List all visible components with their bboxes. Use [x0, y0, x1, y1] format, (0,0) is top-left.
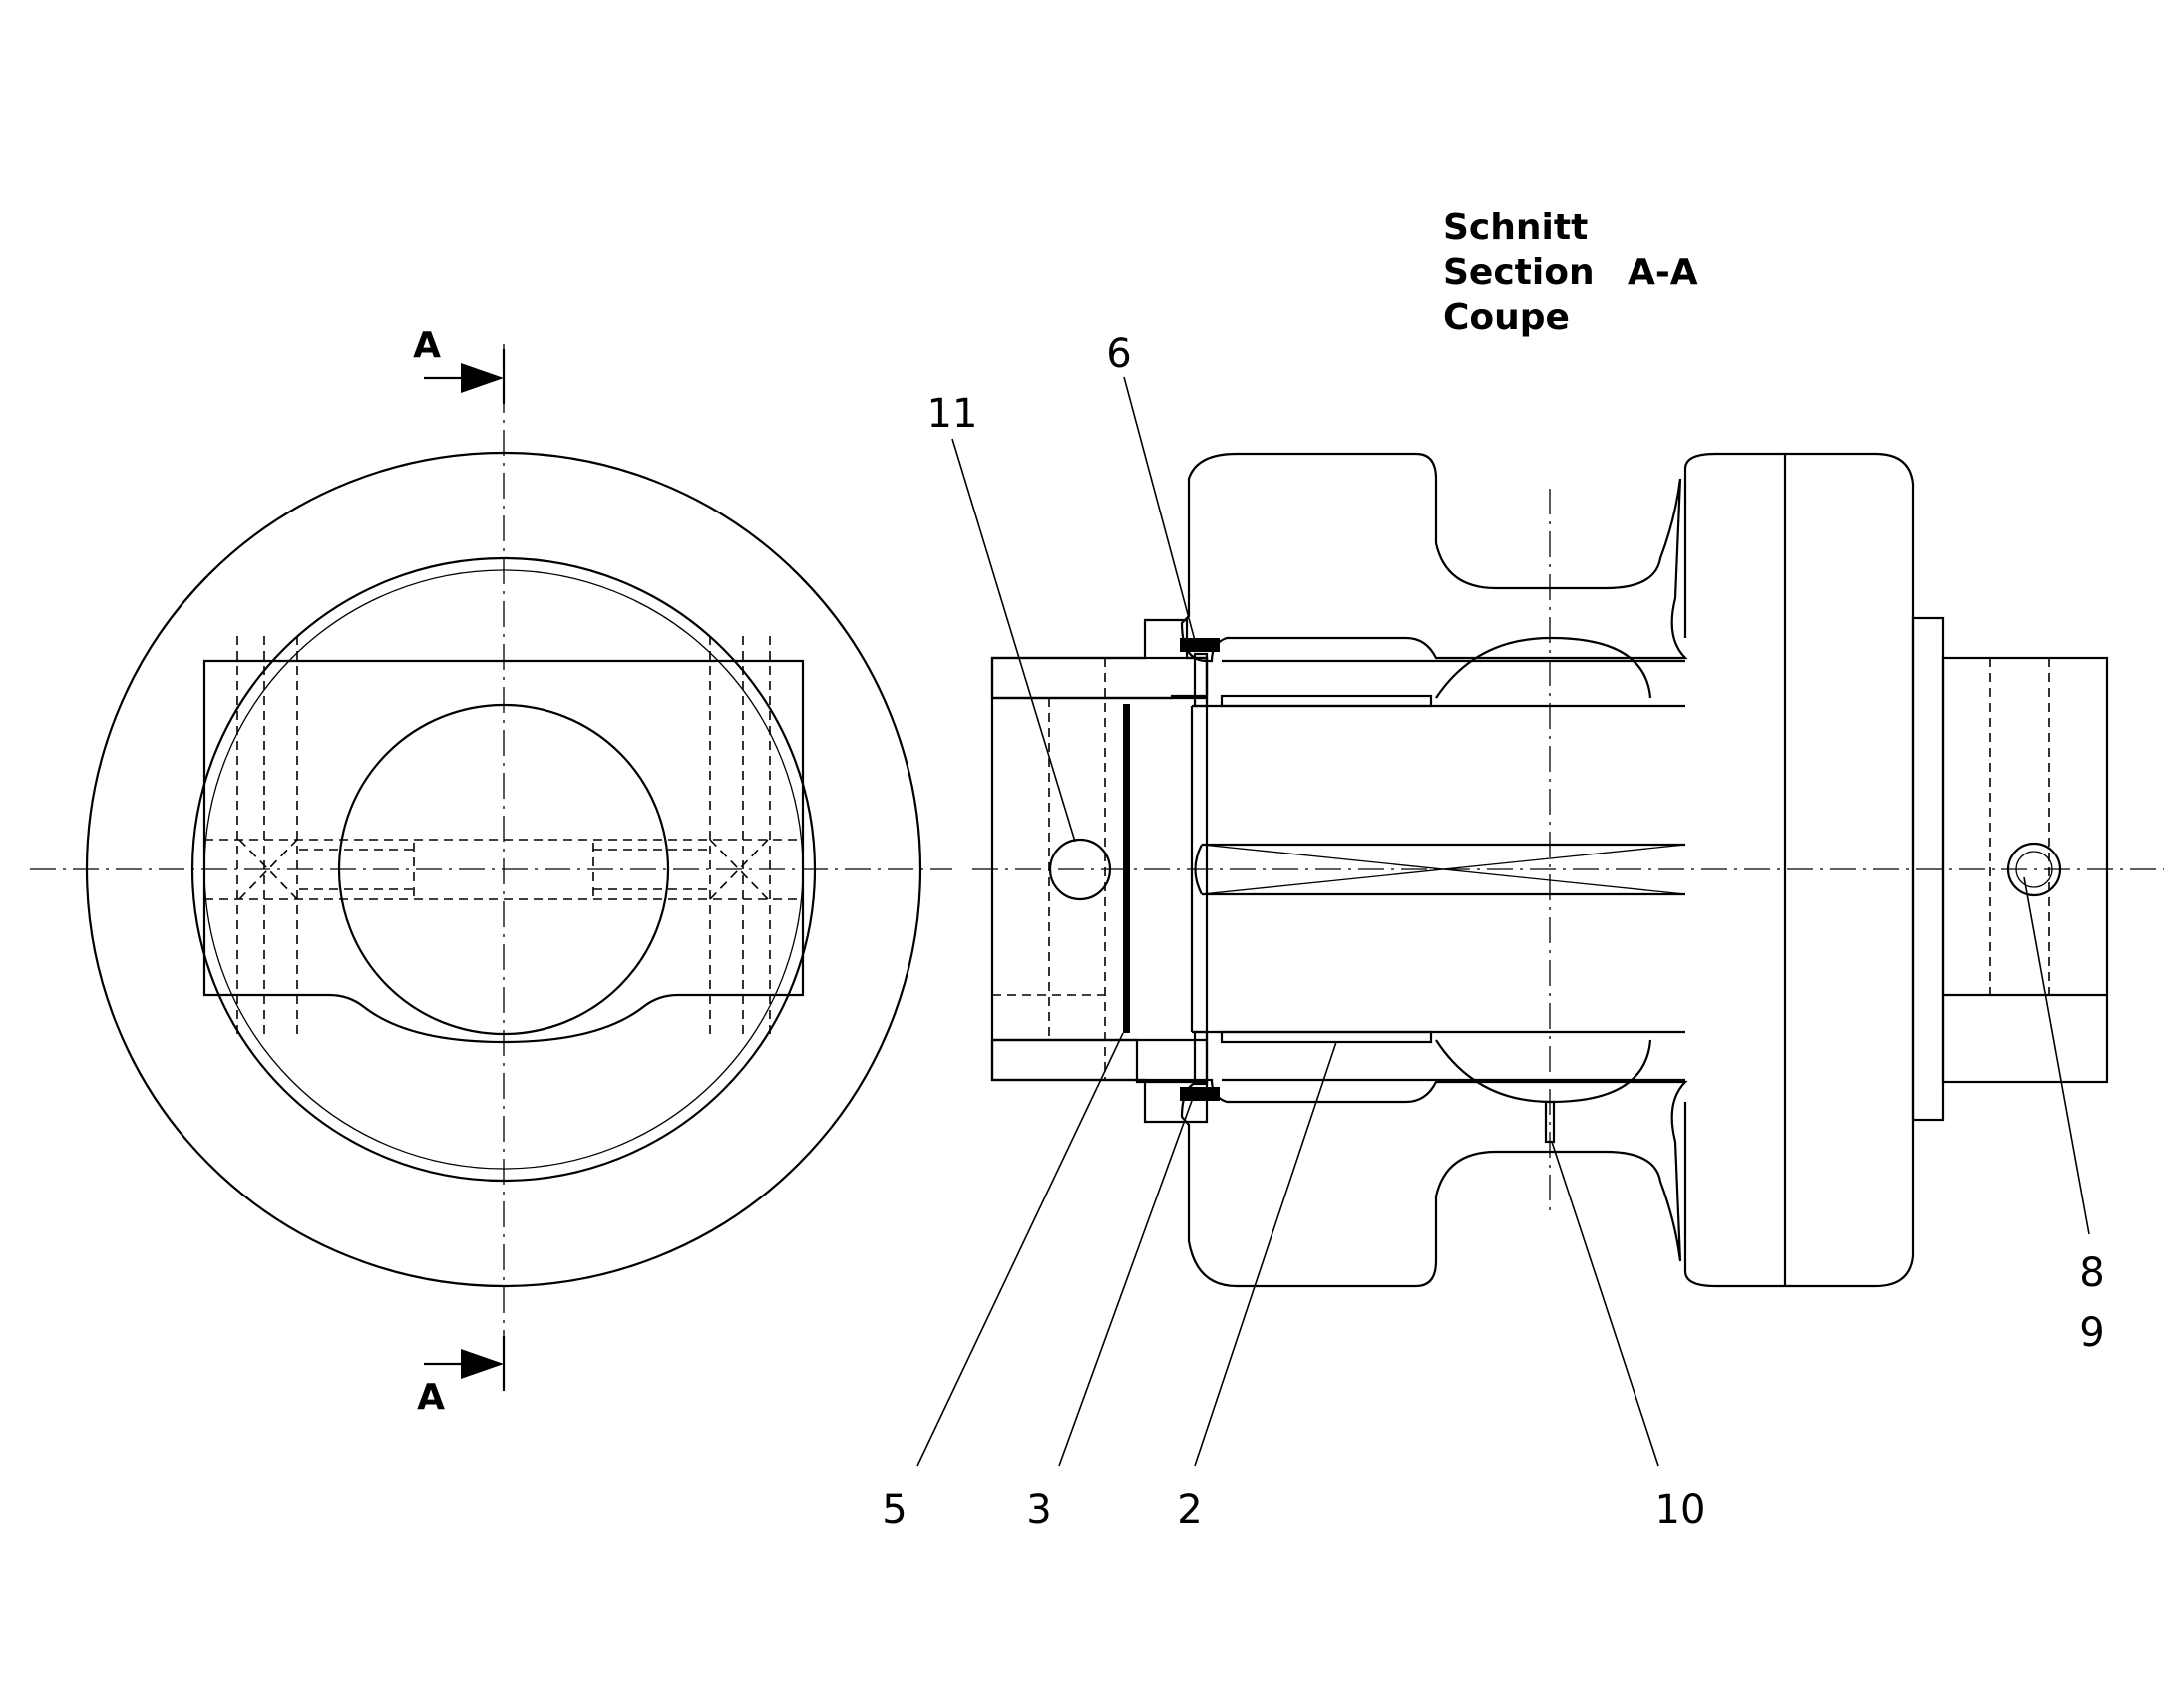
section-marker-bottom: A	[417, 1377, 445, 1418]
section-view	[972, 452, 2164, 1288]
position-labels: 11 6 5 3 2 10 8 9	[882, 331, 2104, 1533]
front-view: A A	[30, 325, 952, 1418]
label-2: 2	[1177, 1487, 1202, 1533]
label-10: 10	[1655, 1487, 1706, 1533]
leader-lines	[916, 376, 2090, 1467]
section-title-line3: Coupe	[1443, 297, 1570, 338]
section-title-line1: Schnitt	[1443, 207, 1588, 248]
section-title-id: A-A	[1628, 252, 1698, 293]
label-8: 8	[2079, 1250, 2104, 1296]
label-9: 9	[2079, 1310, 2104, 1356]
section-title: Schnitt Section A-A Coupe	[1443, 207, 1698, 338]
label-5: 5	[882, 1487, 907, 1533]
section-marker-top: A	[413, 325, 441, 366]
label-11: 11	[927, 391, 978, 437]
label-3: 3	[1026, 1487, 1051, 1533]
label-6: 6	[1106, 331, 1131, 377]
section-title-line2: Section	[1443, 252, 1595, 293]
